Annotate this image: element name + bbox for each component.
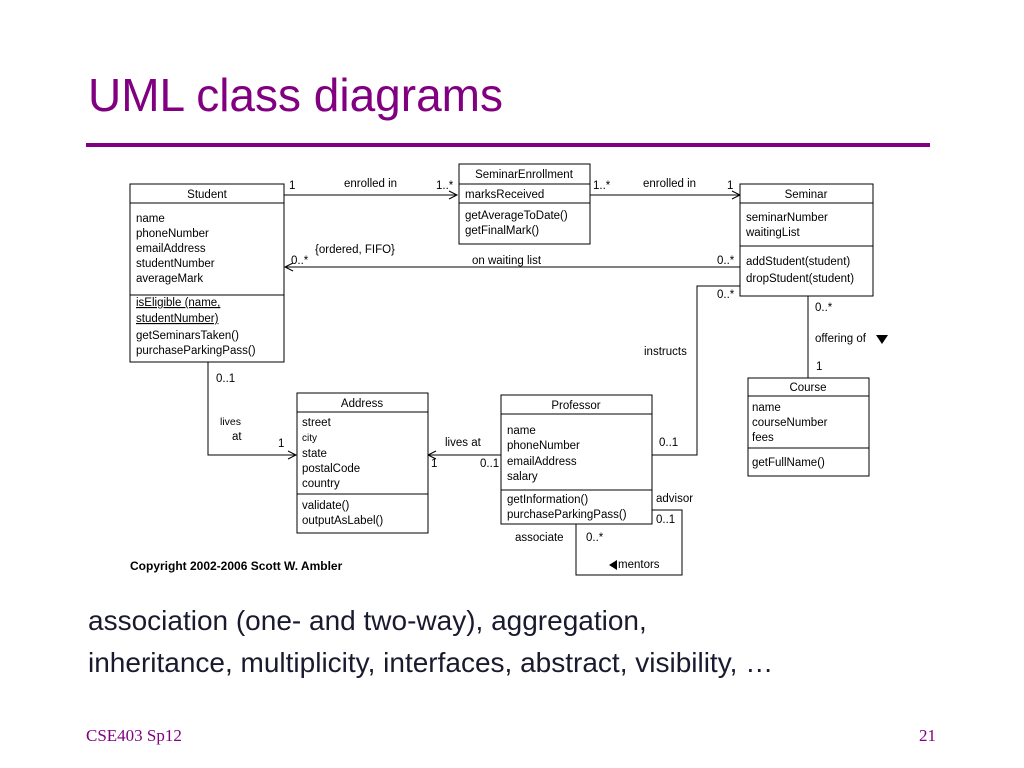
body-line: association (one- and two-way), aggregat… xyxy=(88,605,647,636)
class-name: Course xyxy=(789,382,826,394)
attribute: phoneNumber xyxy=(507,440,580,452)
class-professor: Professor name phoneNumber emailAddress … xyxy=(500,394,653,525)
multiplicity-label: 0..* xyxy=(815,302,833,314)
attribute: studentNumber xyxy=(136,258,215,270)
constraint-label: {ordered, FIFO} xyxy=(315,244,395,256)
attribute: emailAddress xyxy=(507,456,577,468)
multiplicity-label: 0..* xyxy=(586,532,604,544)
attribute: emailAddress xyxy=(136,243,206,255)
footer-page-number: 21 xyxy=(919,726,936,745)
multiplicity-label: 0..* xyxy=(291,255,309,267)
assoc-advisor-mentors-line xyxy=(575,509,683,576)
multiplicity-label: 1..* xyxy=(593,180,611,192)
multiplicity-label: 0..1 xyxy=(480,458,499,470)
attribute: averageMark xyxy=(136,273,203,285)
operation: getFullName() xyxy=(752,457,825,469)
operation: purchaseParkingPass() xyxy=(136,345,256,357)
multiplicity-label: 0..1 xyxy=(216,373,235,385)
assoc-student-address-line xyxy=(207,362,296,456)
title-underline xyxy=(86,143,930,147)
attribute: salary xyxy=(507,471,538,483)
association-name: at xyxy=(232,431,242,443)
arrowhead-open xyxy=(287,450,298,460)
direction-triangle-icon xyxy=(876,335,888,344)
attribute: courseNumber xyxy=(752,417,828,429)
footer-course-label: CSE403 Sp12 xyxy=(86,726,182,745)
operation: addStudent(student) xyxy=(746,256,850,268)
body-line: inheritance, multiplicity, interfaces, a… xyxy=(88,647,774,678)
operation: getSeminarsTaken() xyxy=(136,330,239,342)
association-name: lives at xyxy=(445,437,482,449)
operation-static: isEligible (name, xyxy=(136,297,220,309)
operation: outputAsLabel() xyxy=(302,515,383,527)
operation: validate() xyxy=(302,500,349,512)
multiplicity-label: 0..* xyxy=(717,255,735,267)
multiplicity-label: 1..* xyxy=(436,180,454,192)
multiplicity-label: 1 xyxy=(289,180,295,192)
arrowhead-open xyxy=(283,262,294,272)
class-address: Address street city state postalCode cou… xyxy=(296,392,429,534)
class-name: Student xyxy=(187,189,227,201)
direction-triangle-icon xyxy=(609,560,617,570)
assoc-instructs-line xyxy=(651,285,740,456)
multiplicity-label: 1 xyxy=(431,458,437,470)
operation: getFinalMark() xyxy=(465,225,539,237)
class-student: Student name phoneNumber emailAddress st… xyxy=(129,183,285,363)
operation: getInformation() xyxy=(507,494,588,506)
association-labels: 1 enrolled in 1..* 1..* enrolled in 1 {o… xyxy=(216,178,888,571)
class-seminar-enrollment: SeminarEnrollment marksReceived getAvera… xyxy=(458,163,591,245)
body-text: association (one- and two-way), aggregat… xyxy=(88,600,773,684)
association-name: enrolled in xyxy=(344,178,397,190)
class-course: Course name courseNumber fees getFullNam… xyxy=(747,377,870,477)
attribute: waitingList xyxy=(745,227,800,239)
role-name: associate xyxy=(515,532,564,544)
attribute: name xyxy=(136,213,165,225)
attribute: seminarNumber xyxy=(746,212,828,224)
attribute: fees xyxy=(752,432,774,444)
association-name: enrolled in xyxy=(643,178,696,190)
association-name: lives xyxy=(220,416,241,428)
attribute: name xyxy=(752,402,781,414)
multiplicity-label: 0..1 xyxy=(656,514,675,526)
operation: getAverageToDate() xyxy=(465,210,568,222)
arrowhead-open xyxy=(448,190,459,200)
attribute: country xyxy=(302,478,340,490)
association-name: instructs xyxy=(644,346,687,358)
class-name: SeminarEnrollment xyxy=(475,169,574,181)
class-seminar: Seminar seminarNumber waitingList addStu… xyxy=(739,183,874,297)
attribute: phoneNumber xyxy=(136,228,209,240)
attribute: street xyxy=(302,417,332,429)
multiplicity-label: 0..1 xyxy=(659,437,678,449)
attribute: marksReceived xyxy=(465,189,544,201)
multiplicity-label: 1 xyxy=(816,361,822,373)
operation-static: studentNumber) xyxy=(136,313,219,325)
multiplicity-label: 0..* xyxy=(717,289,735,301)
association-lines xyxy=(207,190,809,576)
attribute: city xyxy=(302,433,317,444)
multiplicity-label: 1 xyxy=(727,180,733,192)
multiplicity-label: 1 xyxy=(278,438,284,450)
class-name: Address xyxy=(341,398,383,410)
copyright-notice: Copyright 2002-2006 Scott W. Ambler xyxy=(130,559,343,573)
operation: dropStudent(student) xyxy=(746,273,854,285)
slide-title: UML class diagrams xyxy=(88,69,503,121)
operation: purchaseParkingPass() xyxy=(507,509,627,521)
association-name: on waiting list xyxy=(472,255,542,267)
association-name: mentors xyxy=(618,559,660,571)
class-name: Professor xyxy=(551,400,600,412)
class-name: Seminar xyxy=(785,189,828,201)
attribute: state xyxy=(302,448,327,460)
attribute: name xyxy=(507,425,536,437)
association-name: offering of xyxy=(815,333,867,345)
attribute: postalCode xyxy=(302,463,360,475)
role-name: advisor xyxy=(656,493,693,505)
